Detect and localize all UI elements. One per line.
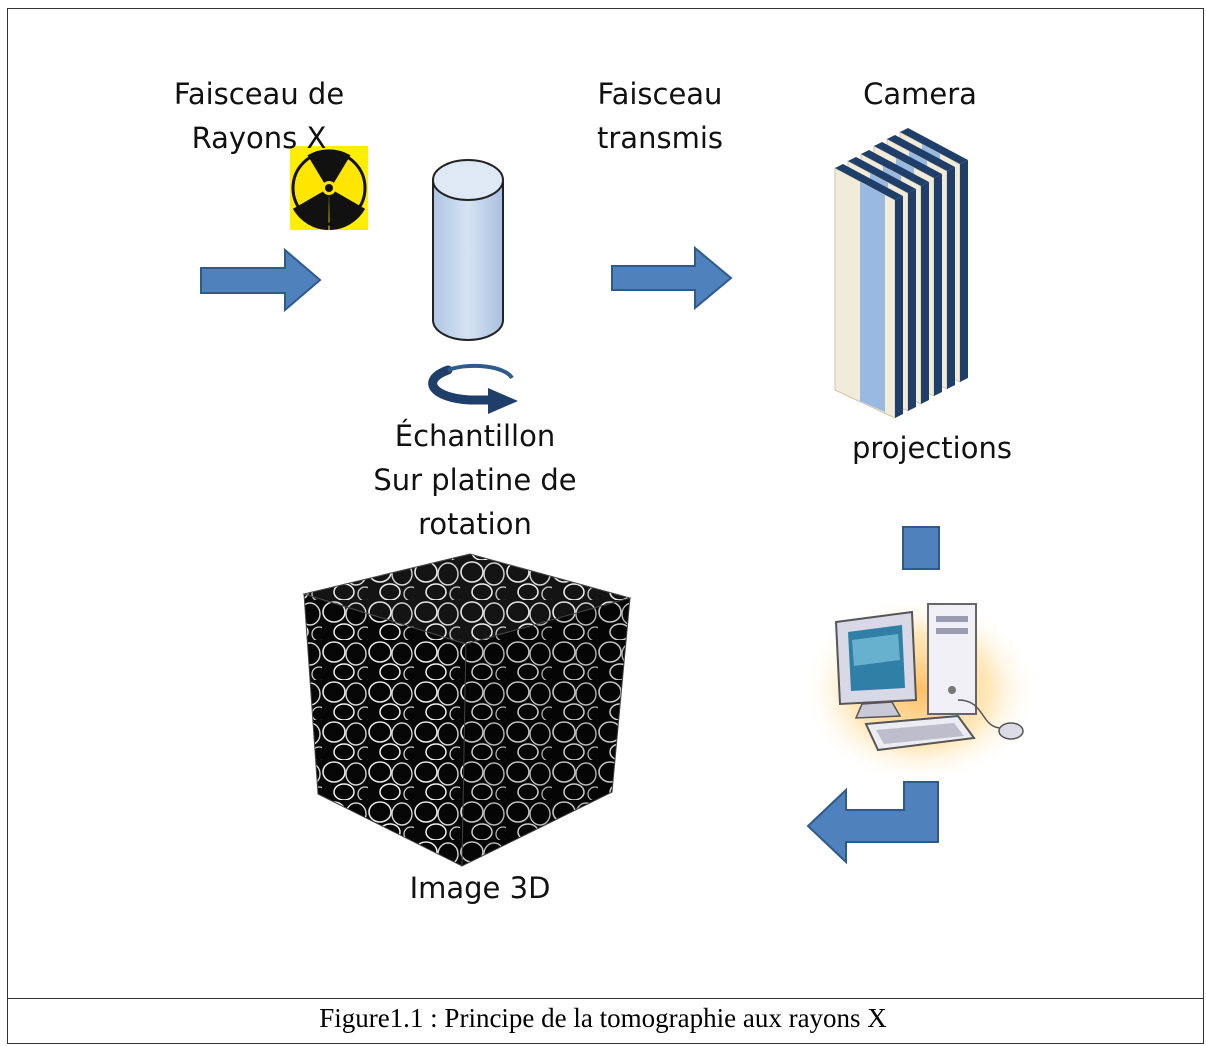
caption-divider <box>7 998 1204 999</box>
beam-arrow <box>200 247 322 313</box>
transmitted-label-line1: Faisceau <box>597 77 723 111</box>
figure-caption: Figure1.1 : Principe de la tomographie a… <box>319 1003 887 1033</box>
sample-label: Échantillon Sur platine de rotation <box>340 414 610 546</box>
projections-label: projections <box>820 426 1044 470</box>
camera-label-text: Camera <box>863 77 977 111</box>
sample-label-line3: rotation <box>418 507 532 541</box>
transmitted-label-line2: transmis <box>597 121 723 155</box>
projections-label-text: projections <box>852 431 1012 465</box>
beam-label-line2: Rayons X <box>191 121 327 155</box>
beam-label: Faisceau de Rayons X <box>150 72 368 160</box>
image3d-label: Image 3D <box>380 866 580 910</box>
radiation-icon <box>290 146 368 231</box>
foam-cube-image <box>302 553 632 867</box>
projection-panel-front <box>834 164 903 419</box>
connector-block <box>902 526 940 570</box>
rotation-arrow <box>428 363 518 414</box>
diagram-canvas <box>200 128 1038 867</box>
projection-panels <box>834 128 968 419</box>
transmitted-label: Faisceau transmis <box>570 72 750 160</box>
sample-label-line2: Sur platine de <box>373 463 577 497</box>
computer-icon <box>802 595 1038 785</box>
figure-frame <box>7 8 1204 1044</box>
sample-label-line1: Échantillon <box>394 419 556 453</box>
image3d-label-text: Image 3D <box>409 871 551 905</box>
camera-label: Camera <box>840 72 1000 116</box>
return-arrow <box>806 781 939 865</box>
transmitted-arrow <box>611 245 733 311</box>
sample-cylinder <box>432 159 504 341</box>
beam-label-line1: Faisceau de <box>173 77 345 111</box>
